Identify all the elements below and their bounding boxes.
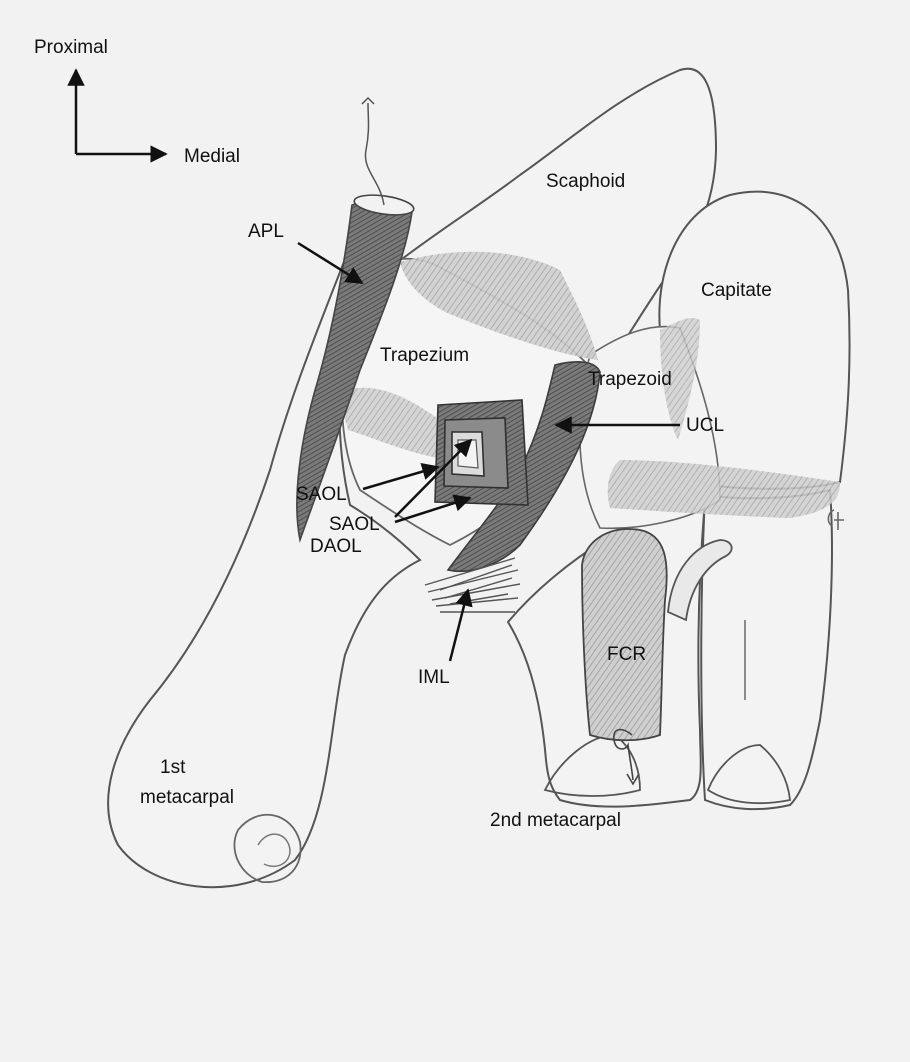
saol-label-2: SAOL: [329, 514, 380, 535]
trapezium-label: Trapezium: [380, 345, 469, 366]
fcr-tendon: [582, 529, 667, 740]
apl-label: APL: [248, 221, 284, 242]
capitate-label: Capitate: [701, 280, 772, 301]
daol-label: DAOL: [310, 536, 362, 557]
ucl-label: UCL: [686, 415, 724, 436]
first-metacarpal-label-line2: metacarpal: [140, 787, 234, 808]
fcr-label: FCR: [607, 644, 646, 665]
saol-label-1: SAOL: [296, 484, 347, 505]
medial-label: Medial: [184, 146, 240, 167]
trapezoid-label: Trapezoid: [588, 369, 672, 390]
first-metacarpal-label-line1: 1st: [160, 757, 186, 778]
proximal-label: Proximal: [34, 37, 108, 58]
aol-ligament-complex: [435, 400, 528, 505]
iml-label: IML: [418, 667, 450, 688]
second-metacarpal-label: 2nd metacarpal: [490, 810, 621, 831]
scaphoid-label: Scaphoid: [546, 171, 625, 192]
